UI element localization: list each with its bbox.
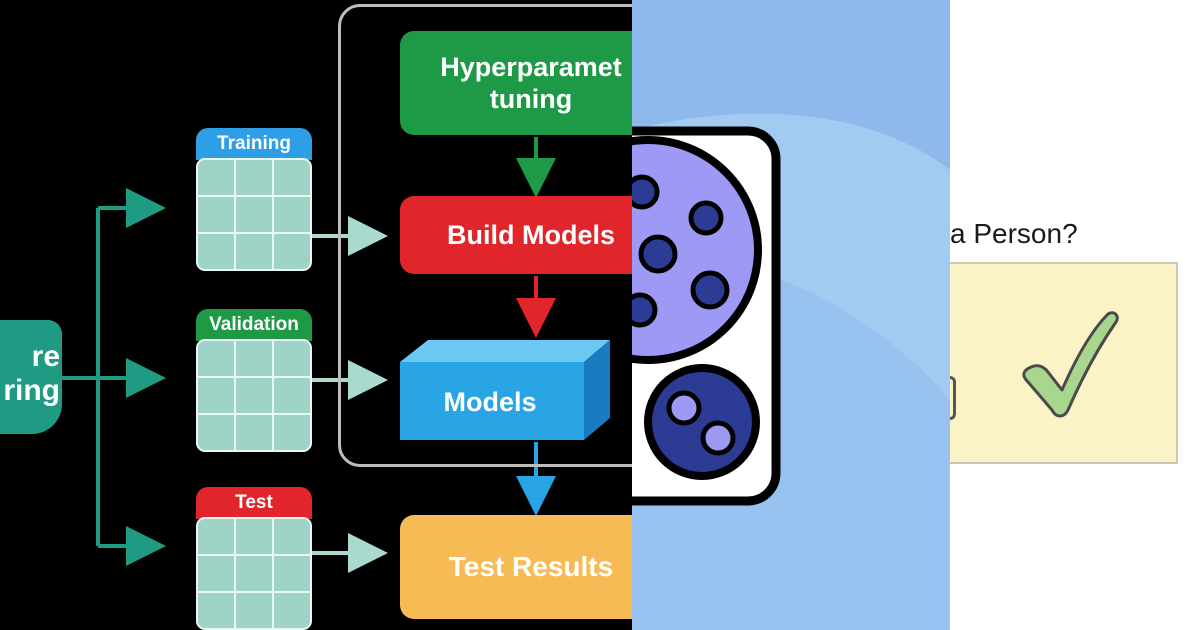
split-connector — [62, 188, 166, 566]
validation-table: Validation — [196, 309, 312, 452]
training-table: Training — [196, 128, 312, 271]
build-models-box: Build Models — [400, 196, 632, 274]
models-box — [400, 340, 610, 440]
checkmark-icon — [1022, 311, 1119, 418]
ml-pipeline-panel: re ring Hyperparamet tuning Build Models… — [0, 4, 632, 630]
training-table-header: Training — [196, 128, 312, 160]
validation-table-grid — [196, 339, 312, 452]
test-table-grid — [196, 517, 312, 630]
feature-engineering-box — [0, 320, 62, 434]
feature-engineering-label: re ring — [3, 340, 60, 407]
verification-panel: a Person? — [950, 0, 1200, 630]
verification-card — [950, 262, 1178, 464]
validation-table-header: Validation — [196, 309, 312, 341]
test-table-header: Test — [196, 487, 312, 519]
training-loop-frame — [338, 4, 632, 467]
pipeline-connectors — [62, 137, 556, 573]
training-table-grid — [196, 158, 312, 271]
bacteria-petri-dish-icon — [632, 126, 781, 506]
hyperparameter-tuning-box: Hyperparamet tuning — [400, 31, 632, 135]
models-label: Models — [443, 386, 537, 417]
test-table: Test — [196, 487, 312, 630]
verification-question: a Person? — [950, 218, 1078, 249]
table-to-model-arrows — [312, 216, 388, 573]
test-results-box: Test Results — [400, 515, 632, 619]
checkbox-edge — [950, 376, 956, 420]
illustration-panel — [632, 0, 950, 630]
